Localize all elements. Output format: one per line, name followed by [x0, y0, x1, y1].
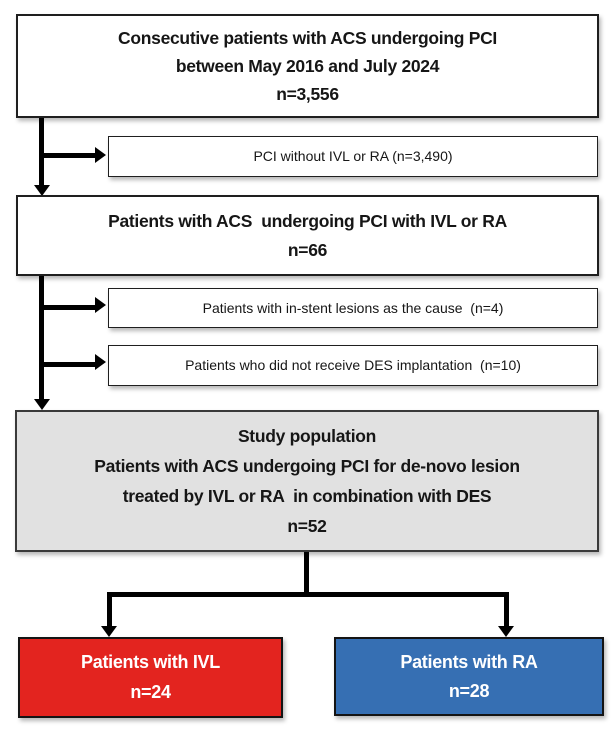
- box-line: Patients with ACS undergoing PCI for de-…: [94, 455, 520, 476]
- box-line: n=28: [448, 680, 490, 701]
- connector-drop-ivl: [107, 592, 112, 627]
- arrowhead-right-icon: [95, 147, 106, 163]
- connector-branch-pci-without: [39, 153, 96, 158]
- arrowhead-down-icon: [34, 185, 50, 196]
- box-study-population: Study population Patients with ACS under…: [15, 410, 599, 552]
- arrowhead-right-icon: [95, 297, 106, 313]
- connector-drop-ra: [504, 592, 509, 627]
- connector-branch-no-des: [39, 362, 96, 367]
- arrowhead-down-icon: [34, 399, 50, 410]
- box-no-des-exclusion: Patients who did not receive DES implant…: [108, 345, 598, 386]
- box-line: between May 2016 and July 2024: [175, 55, 440, 76]
- box-ra: Patients with RA n=28: [334, 637, 604, 716]
- arrowhead-down-icon: [101, 626, 117, 637]
- box-consecutive-patients: Consecutive patients with ACS undergoing…: [16, 14, 599, 118]
- box-line: n=52: [287, 515, 327, 536]
- arrowhead-right-icon: [95, 354, 106, 370]
- box-line: Patients who did not receive DES implant…: [185, 357, 521, 374]
- box-line: PCI without IVL or RA (n=3,490): [253, 148, 453, 165]
- box-line: n=24: [130, 682, 171, 703]
- box-ivl: Patients with IVL n=24: [18, 637, 283, 718]
- connector-vertical-middle: [39, 276, 44, 400]
- box-line: n=66: [287, 240, 328, 261]
- connector-split-stem: [304, 552, 309, 593]
- connector-split-horizontal: [107, 592, 509, 597]
- connector-branch-instent: [39, 305, 96, 310]
- box-line: treated by IVL or RA in combination with…: [122, 485, 492, 506]
- box-line: Patients with RA: [400, 651, 538, 672]
- box-line: n=3,556: [276, 83, 339, 104]
- box-line: Study population: [237, 425, 377, 446]
- box-line: Consecutive patients with ACS undergoing…: [118, 27, 497, 48]
- arrowhead-down-icon: [498, 626, 514, 637]
- box-line: Patients with IVL: [81, 652, 220, 673]
- connector-vertical-top: [39, 118, 44, 186]
- box-acs-ivl-ra: Patients with ACS undergoing PCI with IV…: [16, 195, 599, 276]
- box-line: Patients with ACS undergoing PCI with IV…: [108, 210, 507, 231]
- box-pci-without-ivl-ra: PCI without IVL or RA (n=3,490): [108, 136, 598, 177]
- box-line: Patients with in-stent lesions as the ca…: [202, 299, 504, 316]
- box-instent-exclusion: Patients with in-stent lesions as the ca…: [108, 288, 598, 328]
